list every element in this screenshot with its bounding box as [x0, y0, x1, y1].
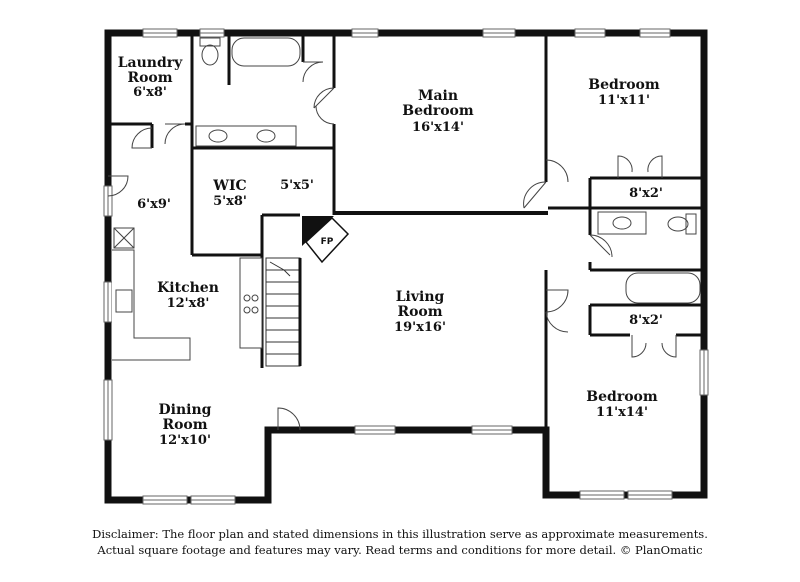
- laundry-room-name-1: Laundry: [118, 55, 183, 71]
- window: [574, 28, 606, 38]
- window: [103, 185, 113, 217]
- fireplace-label: FP: [321, 237, 334, 247]
- window: [579, 490, 625, 500]
- toilet-main: [199, 37, 221, 66]
- living-room-name-1: Living: [396, 289, 445, 305]
- hall-vanity: [597, 211, 647, 235]
- windows: [103, 28, 709, 505]
- main-bedroom-dims: 16'x14': [412, 120, 464, 135]
- disclaimer-line-1: Disclaimer: The floor plan and stated di…: [92, 527, 708, 541]
- window: [142, 28, 178, 38]
- kitchen-name: Kitchen: [157, 280, 219, 296]
- disclaimer: Disclaimer: The floor plan and stated di…: [0, 526, 800, 558]
- floor-plan: Laundry Room 6'x8' Main Bedroom 16'x14' …: [103, 28, 709, 505]
- living-room-dims: 19'x16': [394, 320, 446, 335]
- pantry-dims: 6'x9': [137, 197, 171, 212]
- window: [699, 349, 709, 396]
- dining-room-dims: 12'x10': [159, 433, 211, 448]
- doors: [107, 61, 677, 431]
- disclaimer-line-2: Actual square footage and features may v…: [97, 543, 703, 557]
- living-room-name-2: Room: [397, 304, 442, 320]
- kitchen-counters: [112, 227, 263, 361]
- bedroom-se-name: Bedroom: [586, 389, 658, 405]
- bedroom-ne-dims: 11'x11': [598, 93, 650, 108]
- main-bedroom-name-1: Main: [418, 88, 458, 104]
- window: [199, 28, 225, 38]
- window: [627, 490, 673, 500]
- window: [471, 425, 513, 435]
- window: [103, 379, 113, 441]
- bedroom-se-dims: 11'x14': [596, 405, 648, 420]
- window: [103, 281, 113, 323]
- kitchen-dims: 12'x8': [167, 296, 210, 311]
- wic-dims: 5'x8': [213, 194, 247, 209]
- vanity-main: [195, 125, 297, 147]
- kitchen-sink: [115, 289, 133, 313]
- hall-toilet: [667, 213, 697, 235]
- window: [482, 28, 516, 38]
- staircase: [265, 257, 302, 367]
- dining-room-name-2: Room: [162, 417, 207, 433]
- stove: [243, 294, 259, 314]
- bedroom-ne-name: Bedroom: [588, 77, 660, 93]
- window: [354, 425, 396, 435]
- bath-main-dims: 5'x5': [280, 178, 314, 193]
- laundry-room-dims: 6'x8': [133, 85, 167, 100]
- fireplace: [302, 216, 350, 264]
- wic-name: WIC: [212, 178, 246, 194]
- dining-room-name-1: Dining: [159, 402, 212, 418]
- window: [142, 495, 188, 505]
- hall-tub: [625, 272, 701, 304]
- laundry-room-name-2: Room: [127, 70, 172, 86]
- window: [351, 28, 379, 38]
- closet-ne-dims: 8'x2': [629, 186, 663, 201]
- main-bedroom-name-2: Bedroom: [402, 103, 474, 119]
- room-labels: Laundry Room 6'x8' Main Bedroom 16'x14' …: [118, 55, 663, 448]
- window: [190, 495, 236, 505]
- window: [639, 28, 671, 38]
- closet-se-dims: 8'x2': [629, 313, 663, 328]
- tub-main: [231, 37, 301, 67]
